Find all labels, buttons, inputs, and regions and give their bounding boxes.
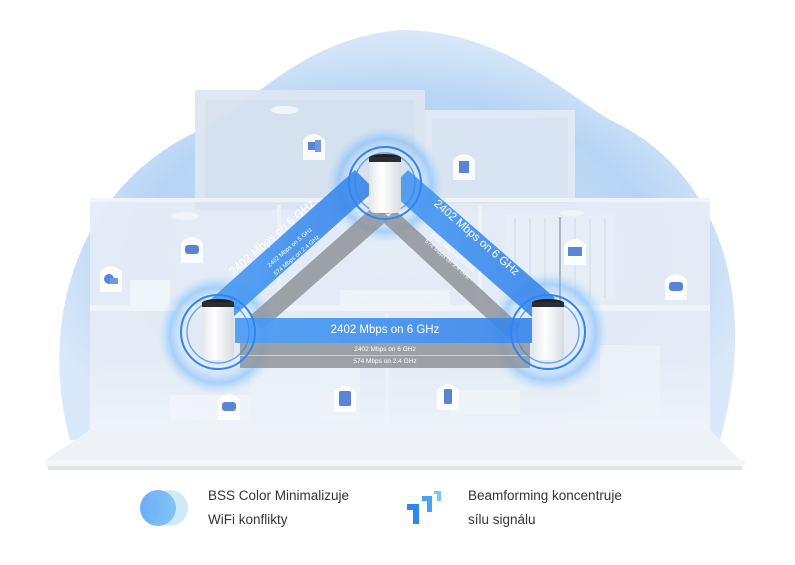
gamepad-icon — [665, 274, 687, 300]
mesh-network-illustration: 2402 Mbps on 6 GHz 2402 Mbps on 5 GHz 57… — [45, 30, 742, 470]
link-left-right-secondary-1: 2402 Mbps on 6 GHz — [354, 346, 416, 353]
bss-color-icon — [140, 490, 188, 526]
cloud-storage-icon — [100, 266, 122, 292]
house-base — [45, 430, 740, 460]
monitor-icon — [303, 134, 325, 160]
feature-bss-color: BSS Color Minimalizuje WiFi konflikty — [140, 488, 380, 538]
secondary-bands — [240, 205, 530, 368]
beamforming-icon — [407, 491, 441, 524]
link-left-right-primary: 2402 Mbps on 6 GHz — [330, 324, 440, 336]
phone-icon — [437, 384, 459, 410]
feature-beamforming-line2: sílu signálu — [468, 512, 536, 527]
feature-beamforming-line1: Beamforming koncentruje — [468, 488, 622, 503]
feature-bss-line1: BSS Color Minimalizuje — [208, 488, 350, 503]
deco-node-right — [532, 299, 564, 360]
gamepad-icon — [218, 394, 240, 420]
deco-node-left — [202, 299, 234, 360]
house-scene — [45, 30, 742, 470]
feature-bss-line2: WiFi konflikty — [208, 512, 288, 527]
primary-bands — [210, 170, 555, 343]
smart-home-icon — [453, 154, 475, 180]
link-left-right-secondary-2: 574 Mbps on 2.4 GHz — [353, 358, 417, 365]
device-markers — [100, 134, 687, 420]
deco-node-top — [369, 154, 401, 213]
tablet-icon — [334, 386, 356, 412]
tv-icon — [564, 239, 586, 265]
gamepad-icon — [181, 237, 203, 263]
feature-beamforming: Beamforming koncentruje sílu signálu — [405, 488, 665, 538]
